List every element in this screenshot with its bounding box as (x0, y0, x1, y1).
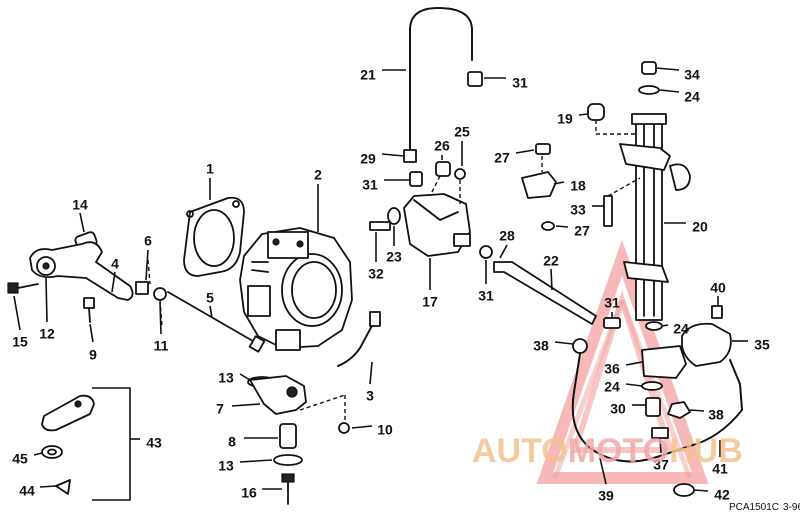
callout-31: 31 (478, 288, 494, 304)
callout-33: 33 (570, 202, 586, 218)
callout-38: 38 (708, 407, 724, 423)
throttle-link-rod (167, 291, 266, 353)
callout-11: 11 (154, 338, 169, 354)
callout-16: 16 (241, 485, 257, 501)
callout-29: 29 (360, 151, 376, 167)
callout-21: 21 (360, 67, 376, 83)
callout-13: 13 (218, 370, 234, 386)
callout-6: 6 (144, 233, 152, 249)
throttle-body (239, 227, 353, 351)
callout-38: 38 (533, 338, 549, 354)
leader-lines (13, 67, 748, 492)
callout-2: 2 (314, 167, 322, 183)
callout-13: 13 (218, 458, 234, 474)
fuel-hose (571, 353, 743, 497)
throttle-lever-assembly (7, 231, 167, 327)
vacuum-hose (337, 311, 381, 367)
callout-17: 17 (422, 294, 438, 310)
lower-bracket-assembly (247, 375, 350, 505)
callout-31: 31 (362, 177, 378, 193)
callout-24: 24 (604, 379, 620, 395)
vacuum-tube (403, 7, 483, 187)
callout-45: 45 (12, 451, 28, 467)
callout-25: 25 (454, 124, 470, 140)
fuel-injector (521, 143, 557, 231)
fuel-pipe (479, 245, 597, 325)
callout-39: 39 (598, 488, 614, 504)
callout-12: 12 (39, 326, 55, 342)
throttle-body-gasket (183, 196, 245, 277)
callout-28: 28 (499, 228, 515, 244)
fuel-rail (587, 61, 691, 321)
callout-4: 4 (111, 256, 119, 272)
cable-clamp-group (41, 387, 131, 501)
callout-24: 24 (684, 89, 700, 105)
map-sensor-unit (369, 161, 471, 257)
callout-15: 15 (12, 334, 28, 350)
callout-34: 34 (684, 67, 700, 83)
callout-3: 3 (366, 388, 374, 404)
callout-23: 23 (386, 249, 402, 265)
callout-19: 19 (557, 111, 573, 127)
callout-32: 32 (368, 266, 384, 282)
callout-1: 1 (206, 161, 214, 177)
callout-31: 31 (512, 75, 528, 91)
callout-27: 27 (574, 223, 590, 239)
pressure-regulator-assembly (572, 305, 732, 419)
callout-31: 31 (604, 295, 620, 311)
callout-9: 9 (89, 347, 97, 363)
callout-8: 8 (228, 434, 236, 450)
callout-41: 41 (712, 461, 728, 477)
callout-24: 24 (673, 321, 689, 337)
callout-44: 44 (19, 483, 35, 499)
callout-20: 20 (692, 219, 708, 235)
callout-42: 42 (714, 487, 730, 503)
callout-26: 26 (434, 138, 450, 154)
watermark-text: AUTOMOTOHUB (472, 432, 743, 470)
callout-14: 14 (72, 197, 88, 213)
callout-5: 5 (206, 290, 214, 306)
callout-27: 27 (494, 150, 510, 166)
callout-36: 36 (604, 361, 620, 377)
callout-40: 40 (710, 280, 726, 296)
callout-7: 7 (216, 401, 224, 417)
callout-30: 30 (610, 401, 626, 417)
callout-35: 35 (754, 337, 770, 353)
callout-37: 37 (653, 457, 669, 473)
callout-10: 10 (377, 422, 393, 438)
callout-43: 43 (146, 435, 162, 451)
callout-22: 22 (543, 253, 559, 269)
callout-18: 18 (570, 178, 586, 194)
